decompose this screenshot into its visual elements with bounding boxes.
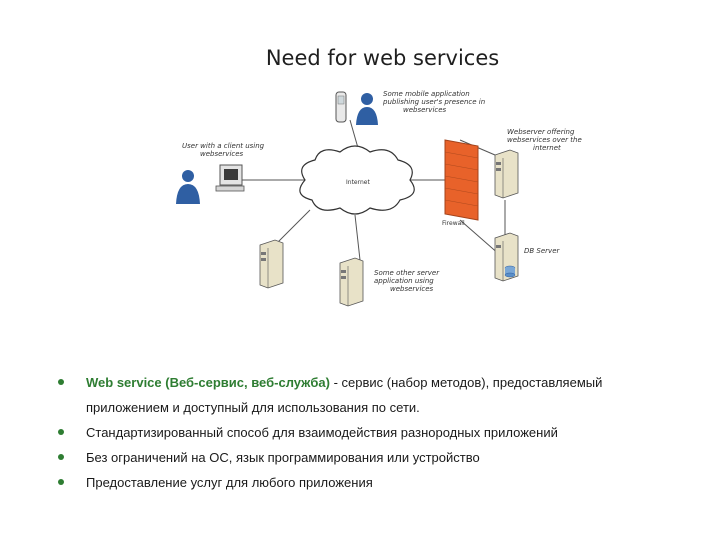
bullet-item: Без ограничений на ОС, язык программиров… [58, 445, 658, 470]
other-server-label: Some other server application using webs… [374, 269, 440, 293]
svg-text:webservices: webservices [390, 285, 434, 293]
svg-text:webservices: webservices [200, 150, 244, 158]
network-diagram: Some mobile application publishing user'… [160, 80, 600, 320]
bullet-dot [58, 454, 64, 460]
firewall-icon: Firewall [442, 139, 479, 227]
bullet-item: Предоставление услуг для любого приложен… [58, 470, 658, 495]
svg-text:Webserver offering: Webserver offering [507, 128, 575, 136]
bullet-item: Стандартизированный способ для взаимодей… [58, 420, 658, 445]
svg-text:webservices over the: webservices over the [507, 136, 582, 144]
bullet-list: Web service (Веб-сервис, веб-служба) - с… [58, 370, 658, 495]
svg-text:Some other server: Some other server [374, 269, 440, 277]
bullet-lead: Web service (Веб-сервис, веб-служба) [86, 375, 330, 390]
bullet-dot [58, 379, 64, 385]
person-icon-user [176, 170, 200, 204]
mobile-phone-icon [335, 91, 347, 123]
webserver-label: Webserver offering webservices over the … [507, 128, 582, 152]
bullet-dot [58, 429, 64, 435]
server-icon-left [259, 239, 284, 289]
svg-text:Firewall: Firewall [442, 220, 465, 227]
bullet-dot [58, 479, 64, 485]
mobile-label: Some mobile application publishing user'… [382, 90, 485, 114]
bullet-item: Web service (Веб-сервис, веб-служба) - с… [58, 370, 658, 395]
server-icon-other [339, 257, 364, 307]
slide-title: Need for web services [265, 46, 500, 70]
svg-text:publishing user's presence in: publishing user's presence in [382, 98, 485, 106]
db-server-label: DB Server [524, 247, 560, 255]
connection-lines [240, 119, 506, 261]
bullet-rest: - сервис (набор методов), предоставляемы… [329, 375, 603, 390]
svg-text:User with a client using: User with a client using [182, 142, 265, 150]
bullet-continuation: приложением и доступный для использовани… [86, 400, 420, 415]
user-label: User with a client using webservices [182, 142, 265, 158]
workstation-icon [215, 164, 245, 192]
webserver-icon [494, 149, 519, 199]
svg-text:Some mobile application: Some mobile application [383, 90, 470, 98]
db-server-icon [494, 232, 519, 282]
svg-text:internet: internet [533, 144, 561, 152]
internet-cloud-icon: Internet [299, 145, 415, 215]
svg-text:webservices: webservices [403, 106, 447, 114]
svg-text:application using: application using [374, 277, 434, 285]
svg-text:Internet: Internet [346, 179, 370, 186]
person-icon-mobile [356, 93, 378, 125]
